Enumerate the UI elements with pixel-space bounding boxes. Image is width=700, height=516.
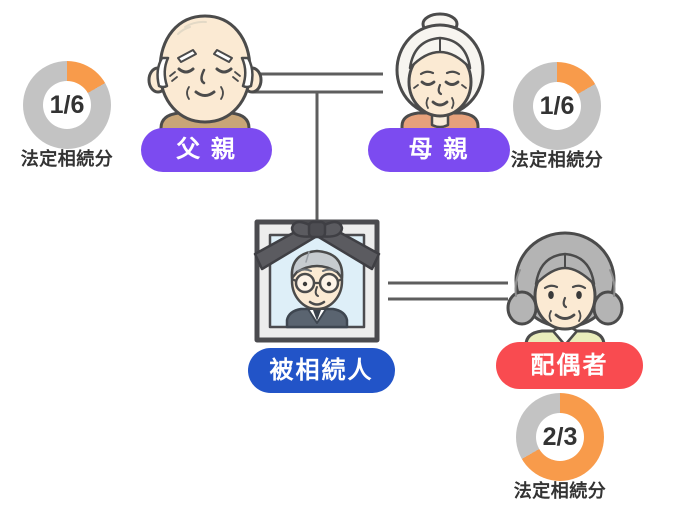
decedent-portrait-illustration [253, 219, 381, 343]
donut-ring: 2/3 [516, 393, 604, 481]
share-caption: 法定相続分 [510, 150, 604, 170]
spouse-share-chart: 2/3 法定相続分 [505, 393, 615, 502]
share-value: 1/6 [49, 90, 85, 119]
donut-ring: 1/6 [23, 61, 111, 149]
father-illustration [147, 14, 263, 140]
mother-share-chart: 1/6 法定相続分 [502, 62, 612, 171]
mother-label: 母 親 [368, 128, 510, 172]
share-caption: 法定相続分 [20, 149, 114, 169]
mother-illustration [395, 12, 485, 136]
spouse-illustration [506, 231, 624, 354]
decedent-label: 被相続人 [248, 348, 395, 393]
donut-hole: 1/6 [533, 82, 581, 130]
share-value: 2/3 [542, 422, 578, 451]
donut-hole: 2/3 [536, 413, 584, 461]
spouse-label: 配偶者 [496, 342, 643, 389]
donut-hole: 1/6 [43, 81, 91, 129]
father-label: 父 親 [141, 128, 272, 172]
donut-ring: 1/6 [513, 62, 601, 150]
share-value: 1/6 [539, 91, 575, 120]
share-caption: 法定相続分 [513, 481, 607, 501]
father-share-chart: 1/6 法定相続分 [12, 61, 122, 170]
